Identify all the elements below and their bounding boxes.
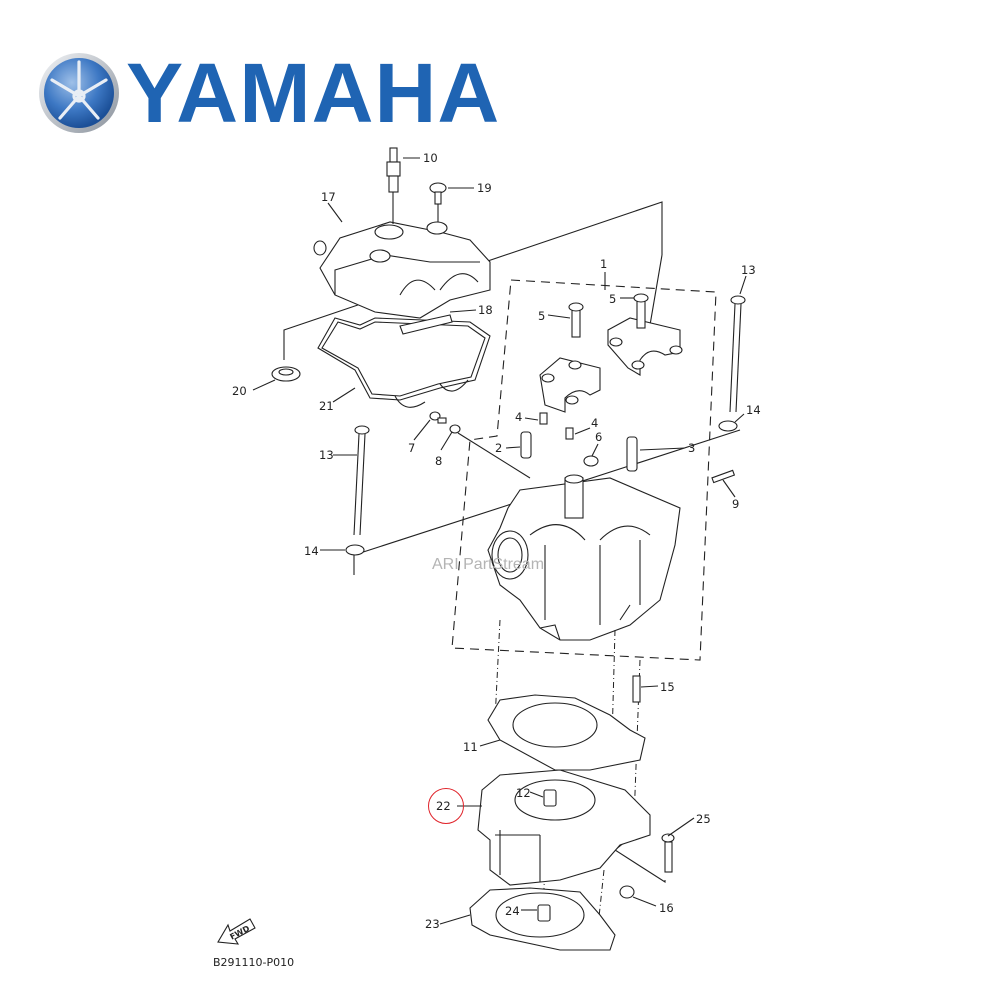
base-dowel-part[interactable] (537, 904, 551, 922)
camshaft-cap-part[interactable] (539, 317, 683, 413)
bracket-part[interactable] (399, 314, 453, 335)
callout-12[interactable]: 12 (516, 786, 531, 800)
cylinder-dowel-part[interactable] (543, 789, 557, 807)
callout-7[interactable]: 7 (408, 441, 415, 455)
cylinder-stud-part[interactable] (632, 675, 641, 703)
stud-part[interactable] (711, 469, 736, 484)
callout-13[interactable]: 13 (319, 448, 334, 462)
plug-seal-part[interactable] (271, 366, 301, 382)
valve-cover-gasket-part[interactable] (317, 317, 491, 408)
forward-arrow-icon: FWD (217, 918, 256, 945)
cap-bolt-part[interactable] (568, 293, 649, 338)
cylinder-bolt-part[interactable] (661, 833, 675, 873)
bolt-washer-part[interactable] (429, 411, 531, 479)
callout-21[interactable]: 21 (319, 399, 334, 413)
callout-13[interactable]: 13 (741, 263, 756, 277)
washer-part[interactable] (718, 420, 738, 432)
cylinder-part[interactable] (477, 769, 651, 886)
callout-4[interactable]: 4 (515, 410, 522, 424)
callout-3[interactable]: 3 (688, 441, 695, 455)
callout-14[interactable]: 14 (304, 544, 319, 558)
callout-1[interactable]: 1 (600, 257, 607, 271)
callout-16[interactable]: 16 (659, 901, 674, 915)
callout-19[interactable]: 19 (477, 181, 492, 195)
callout-24[interactable]: 24 (505, 904, 520, 918)
highlighted-part-circle (428, 788, 464, 824)
chain-guide-part[interactable] (520, 431, 532, 459)
callout-4[interactable]: 4 (591, 416, 598, 430)
callout-17[interactable]: 17 (321, 190, 336, 204)
head-bolt-part[interactable] (353, 295, 746, 536)
callout-11[interactable]: 11 (463, 740, 478, 754)
diagram-code: B291110-P010 (213, 956, 295, 969)
cylinder-head-part[interactable] (487, 474, 681, 641)
nut-part[interactable] (619, 885, 635, 899)
callout-14[interactable]: 14 (746, 403, 761, 417)
callout-25[interactable]: 25 (696, 812, 711, 826)
callout-8[interactable]: 8 (435, 454, 442, 468)
callout-leaders (252, 157, 747, 925)
callout-5[interactable]: 5 (538, 309, 545, 323)
callout-9[interactable]: 9 (732, 497, 739, 511)
washer-part[interactable] (345, 544, 365, 556)
cover-bolt-part[interactable] (429, 182, 447, 222)
plug-part[interactable] (583, 455, 599, 467)
brand-name: YAMAHA (126, 46, 501, 140)
dowel-pin-part[interactable] (539, 412, 548, 425)
callout-2[interactable]: 2 (495, 441, 502, 455)
callout-23[interactable]: 23 (425, 917, 440, 931)
callout-18[interactable]: 18 (478, 303, 493, 317)
spark-plug-part[interactable] (386, 147, 401, 224)
callout-6[interactable]: 6 (595, 430, 602, 444)
watermark: ARI PartStream (432, 556, 545, 573)
dowel-pin-part[interactable] (565, 427, 574, 440)
yamaha-logo: YAMAHA (38, 51, 499, 135)
tuning-fork-emblem-icon (39, 53, 119, 133)
callout-15[interactable]: 15 (660, 680, 675, 694)
callout-10[interactable]: 10 (423, 151, 438, 165)
callout-5[interactable]: 5 (609, 292, 616, 306)
head-gasket-part[interactable] (487, 694, 646, 771)
chain-guide-part[interactable] (626, 436, 638, 472)
callout-20[interactable]: 20 (232, 384, 247, 398)
valve-cover-part[interactable] (313, 221, 491, 319)
